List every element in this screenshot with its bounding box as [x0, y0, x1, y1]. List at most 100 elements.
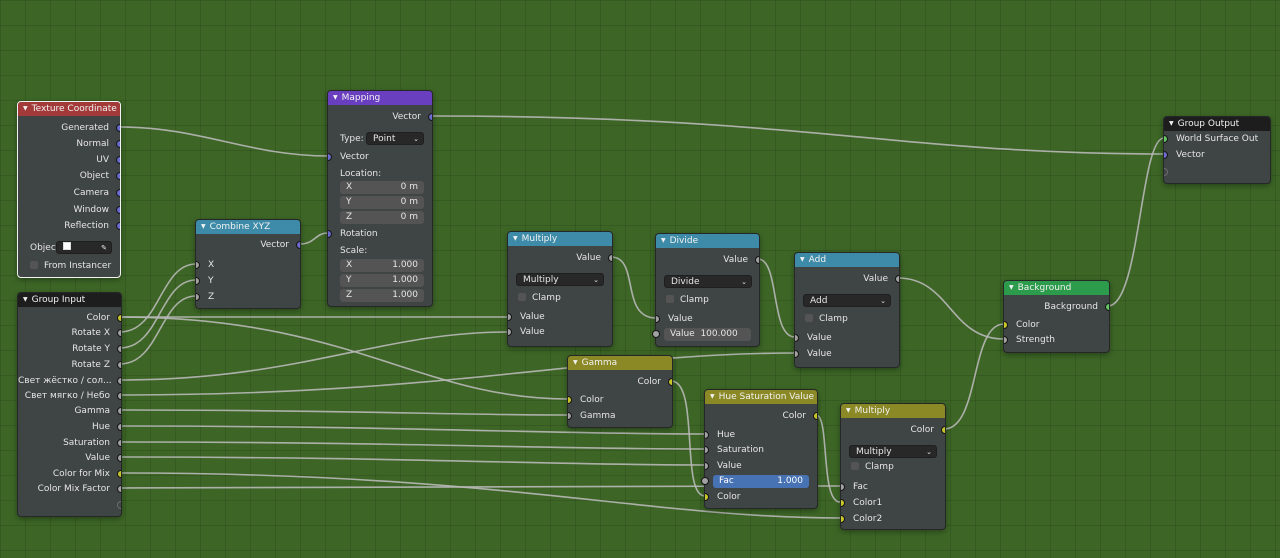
socket-gi-svet-hard[interactable]	[117, 377, 121, 385]
operation-dropdown[interactable]: Divide⌄	[664, 275, 752, 288]
socket-combine-x[interactable]	[196, 261, 200, 269]
group-input-header[interactable]: ▼Group Input	[18, 293, 121, 307]
socket-reflection[interactable]	[116, 222, 120, 230]
background-node[interactable]: ▼Background Background Color Strength	[1003, 280, 1110, 353]
socket-background-color[interactable]	[1004, 321, 1008, 329]
socket-normal[interactable]	[116, 140, 120, 148]
socket-gi-color[interactable]	[117, 314, 121, 322]
checkbox-box[interactable]	[30, 261, 38, 269]
divide-math-header[interactable]: ▼Divide	[656, 234, 759, 248]
collapse-icon[interactable]: ▼	[23, 296, 28, 303]
mapping-node[interactable]: ▼Mapping Vector Type: Point⌄ Vector Loca…	[327, 90, 433, 307]
multiply-mix-node[interactable]: ▼Multiply Color Multiply⌄ Clamp Fac Colo…	[840, 403, 946, 530]
socket-hsv-out[interactable]	[813, 412, 817, 420]
checkbox-box[interactable]	[666, 295, 674, 303]
collapse-icon[interactable]: ▼	[23, 105, 28, 112]
socket-gamma-color-in[interactable]	[568, 396, 572, 404]
group-output-header[interactable]: ▼Group Output	[1164, 117, 1270, 131]
hsv-header[interactable]: ▼Hue Saturation Value	[705, 390, 817, 404]
mapping-header[interactable]: ▼Mapping	[328, 91, 432, 105]
collapse-icon[interactable]: ▼	[710, 393, 715, 400]
socket-combine-vector[interactable]	[296, 241, 300, 249]
socket-gamma-gamma-in[interactable]	[568, 412, 572, 420]
operation-dropdown[interactable]: Multiply⌄	[516, 273, 604, 286]
texture-coordinate-node[interactable]: ▼Texture Coordinate Generated Normal UV …	[17, 101, 121, 278]
socket-gamma-out[interactable]	[668, 378, 672, 386]
from-instancer-checkbox[interactable]: From Instancer	[30, 260, 111, 273]
socket-object[interactable]	[116, 172, 120, 180]
clamp-checkbox[interactable]: Clamp	[518, 292, 561, 305]
hue-saturation-value-node[interactable]: ▼Hue Saturation Value Color Hue Saturati…	[701, 389, 818, 509]
socket-gi-color-mix[interactable]	[117, 470, 121, 478]
socket-mapping-vector-out[interactable]	[428, 113, 432, 121]
combine-xyz-node[interactable]: ▼Combine XYZ Vector X Y Z	[195, 219, 301, 309]
socket-add-in-2[interactable]	[795, 350, 799, 358]
gamma-header[interactable]: ▼Gamma	[568, 356, 672, 370]
socket-go-empty[interactable]	[1164, 168, 1168, 176]
socket-gi-mix-factor[interactable]	[117, 485, 121, 493]
object-picker[interactable]: ✎	[56, 241, 112, 254]
socket-add-in-1[interactable]	[795, 334, 799, 342]
group-input-node[interactable]: ▼Group Input Color Rotate X Rotate Y Rot…	[17, 292, 122, 517]
clamp-checkbox[interactable]: Clamp	[666, 294, 709, 307]
socket-divide-out[interactable]	[755, 256, 759, 264]
socket-multiply-out[interactable]	[608, 254, 612, 262]
socket-gi-saturation[interactable]	[117, 439, 121, 447]
socket-gi-rotate-z[interactable]	[117, 361, 121, 369]
combine-xyz-header[interactable]: ▼Combine XYZ	[196, 220, 300, 234]
socket-gi-rotate-y[interactable]	[117, 345, 121, 353]
socket-combine-z[interactable]	[196, 293, 200, 301]
socket-mix-out[interactable]	[941, 426, 945, 434]
eyedropper-icon[interactable]: ✎	[101, 244, 107, 252]
multiply-mix-header[interactable]: ▼Multiply	[841, 404, 945, 418]
texture-coordinate-header[interactable]: ▼Texture Coordinate	[18, 102, 120, 116]
background-header[interactable]: ▼Background	[1004, 281, 1109, 295]
socket-add-out[interactable]	[895, 275, 899, 283]
operation-dropdown[interactable]: Add⌄	[803, 294, 891, 307]
socket-go-world-surface[interactable]	[1164, 135, 1168, 143]
socket-hsv-hue[interactable]	[705, 431, 709, 439]
socket-combine-y[interactable]	[196, 277, 200, 285]
socket-background-strength[interactable]	[1004, 336, 1008, 344]
socket-camera[interactable]	[116, 189, 120, 197]
socket-mapping-vector-in[interactable]	[328, 153, 332, 161]
collapse-icon[interactable]: ▼	[1009, 284, 1014, 291]
gamma-node[interactable]: ▼Gamma Color Color Gamma	[567, 355, 673, 428]
collapse-icon[interactable]: ▼	[846, 407, 851, 414]
socket-gi-empty[interactable]	[117, 501, 121, 509]
collapse-icon[interactable]: ▼	[1169, 120, 1174, 127]
socket-window[interactable]	[116, 206, 120, 214]
multiply-math-node[interactable]: ▼Multiply Value Multiply⌄ Clamp Value Va…	[507, 231, 613, 347]
socket-hsv-color[interactable]	[705, 493, 709, 501]
socket-gi-svet-soft[interactable]	[117, 392, 121, 400]
collapse-icon[interactable]: ▼	[201, 223, 206, 230]
checkbox-box[interactable]	[805, 314, 813, 322]
clamp-checkbox[interactable]: Clamp	[805, 313, 848, 326]
checkbox-box[interactable]	[851, 462, 859, 470]
socket-divide-in[interactable]	[656, 315, 660, 323]
socket-go-vector[interactable]	[1164, 151, 1168, 159]
type-dropdown[interactable]: Point⌄	[366, 132, 424, 145]
collapse-icon[interactable]: ▼	[661, 237, 666, 244]
group-output-node[interactable]: ▼Group Output World Surface Out Vector	[1163, 116, 1271, 184]
socket-gi-rotate-x[interactable]	[117, 329, 121, 337]
socket-gi-value[interactable]	[117, 454, 121, 462]
collapse-icon[interactable]: ▼	[333, 94, 338, 101]
socket-gi-gamma[interactable]	[117, 407, 121, 415]
divide-math-node[interactable]: ▼Divide Value Divide⌄ Clamp Value Value …	[652, 233, 760, 347]
socket-gi-hue[interactable]	[117, 423, 121, 431]
divisor-field[interactable]: Value 100.000	[652, 328, 751, 341]
socket-hsv-fac[interactable]	[701, 477, 709, 485]
add-math-header[interactable]: ▼Add	[795, 253, 899, 267]
blend-mode-dropdown[interactable]: Multiply⌄	[849, 445, 937, 458]
socket-divide-in-2[interactable]	[652, 330, 660, 338]
collapse-icon[interactable]: ▼	[513, 235, 518, 242]
socket-mix-color2[interactable]	[841, 515, 845, 523]
socket-uv[interactable]	[116, 156, 120, 164]
collapse-icon[interactable]: ▼	[573, 359, 578, 366]
